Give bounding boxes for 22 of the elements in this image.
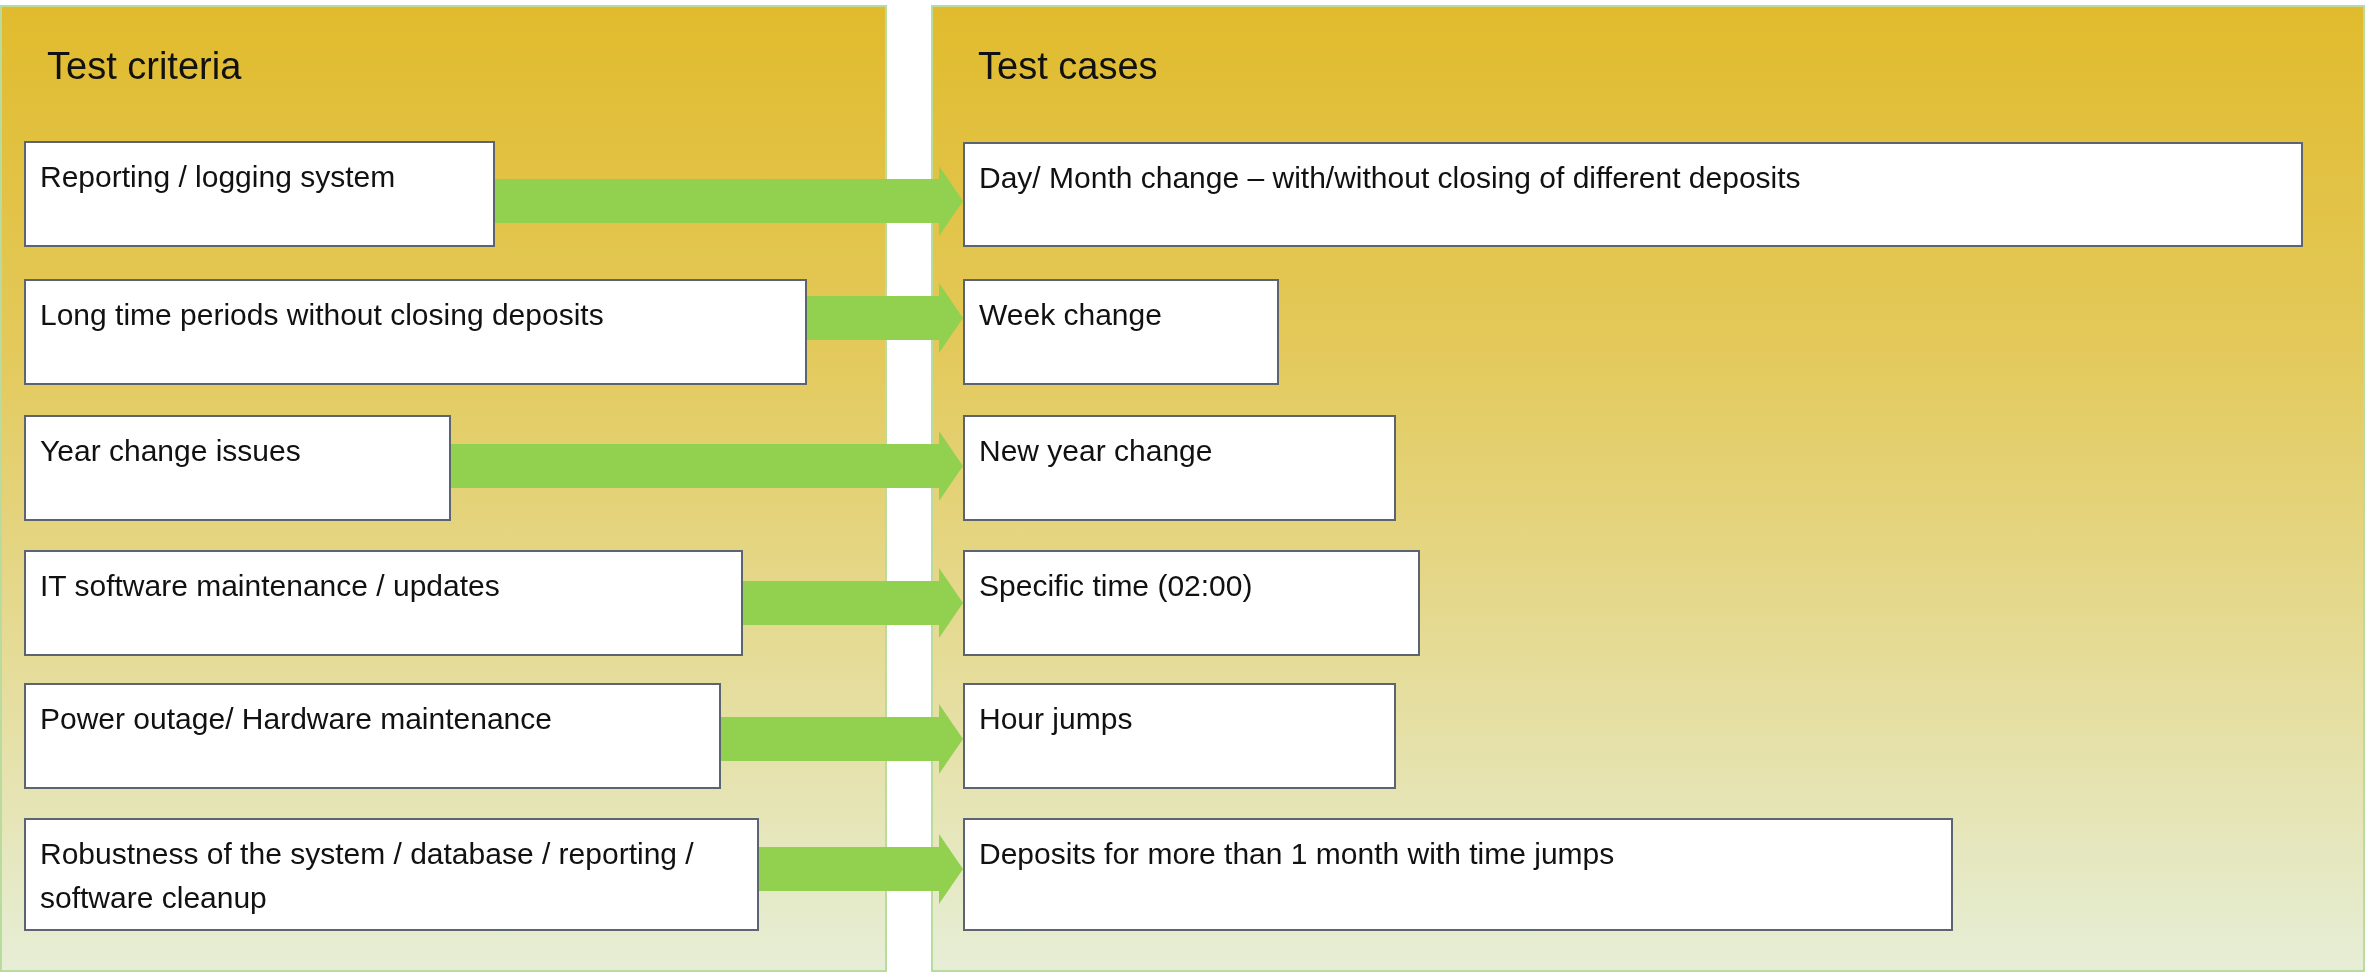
panel — [0, 5, 887, 972]
text-box: Day/ Month change – with/without closing of different deposits — [963, 142, 2303, 247]
arrow — [743, 568, 963, 638]
arrow — [721, 704, 963, 774]
text-box: New year change — [963, 415, 1396, 521]
arrow — [495, 166, 963, 236]
text-box: Hour jumps — [963, 683, 1396, 789]
text-box: IT software maintenance / updates — [24, 550, 743, 656]
text-box: Year change issues — [24, 415, 451, 521]
arrow — [759, 834, 963, 904]
panel — [931, 5, 2365, 972]
text-box: Deposits for more than 1 month with time jumps — [963, 818, 1953, 931]
text-box: Week change — [963, 279, 1279, 385]
text-box: Long time periods without closing deposits — [24, 279, 807, 385]
text-box: Specific time (02:00) — [963, 550, 1420, 656]
arrow — [451, 431, 963, 501]
arrow — [807, 283, 963, 353]
panel-title: Test cases — [978, 45, 1158, 88]
text-box: Reporting / logging system — [24, 141, 495, 247]
panel-title: Test criteria — [47, 45, 242, 88]
text-box: Robustness of the system / database / reporting / software cleanup — [24, 818, 759, 931]
text-box: Power outage/ Hardware maintenance — [24, 683, 721, 789]
